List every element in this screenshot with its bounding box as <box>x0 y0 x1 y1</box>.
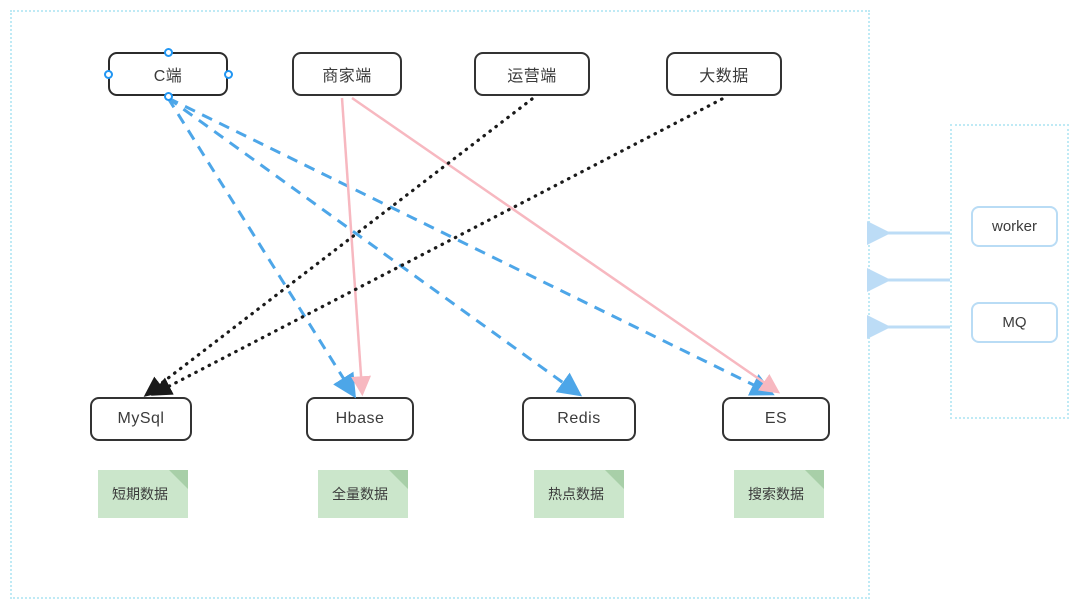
node-label-redis: Redis <box>557 410 601 427</box>
node-label-hbase: Hbase <box>335 410 385 427</box>
selection-handle-bottom[interactable] <box>163 91 173 101</box>
selection-handle-right[interactable] <box>223 69 233 79</box>
node-dashuju[interactable]: 大数据 <box>666 52 782 96</box>
note-label-es: 搜索数据 <box>748 486 804 502</box>
main-diagram-frame <box>10 10 870 599</box>
selection-handle-left[interactable] <box>103 69 113 79</box>
node-es[interactable]: ES <box>722 397 830 441</box>
node-mysql[interactable]: MySql <box>90 397 192 441</box>
node-label-shangjia-duan: 商家端 <box>322 68 372 85</box>
note-mysql[interactable]: 短期数据 <box>98 470 188 518</box>
note-hbase[interactable]: 全量数据 <box>318 470 408 518</box>
node-label-es: ES <box>764 410 788 427</box>
node-label-yunying-duan: 运营端 <box>507 68 557 85</box>
legend-frame <box>950 124 1069 419</box>
note-label-mysql: 短期数据 <box>112 486 168 502</box>
selection-handle-top[interactable] <box>163 47 173 57</box>
node-label-c-duan: C端 <box>153 68 183 85</box>
legend-label-worker: worker <box>991 218 1037 235</box>
node-redis[interactable]: Redis <box>522 397 636 441</box>
node-label-mysql: MySql <box>117 410 165 427</box>
legend-node-worker[interactable]: worker <box>971 206 1058 247</box>
node-c-duan[interactable]: C端 <box>108 52 228 96</box>
node-label-dashuju: 大数据 <box>699 68 749 85</box>
note-label-redis: 热点数据 <box>548 486 604 502</box>
note-es[interactable]: 搜索数据 <box>734 470 824 518</box>
legend-label-mq: MQ <box>1002 314 1027 331</box>
note-label-hbase: 全量数据 <box>332 486 388 502</box>
note-redis[interactable]: 热点数据 <box>534 470 624 518</box>
node-shangjia-duan[interactable]: 商家端 <box>292 52 402 96</box>
node-hbase[interactable]: Hbase <box>306 397 414 441</box>
legend-node-mq[interactable]: MQ <box>971 302 1058 343</box>
node-yunying-duan[interactable]: 运营端 <box>474 52 590 96</box>
